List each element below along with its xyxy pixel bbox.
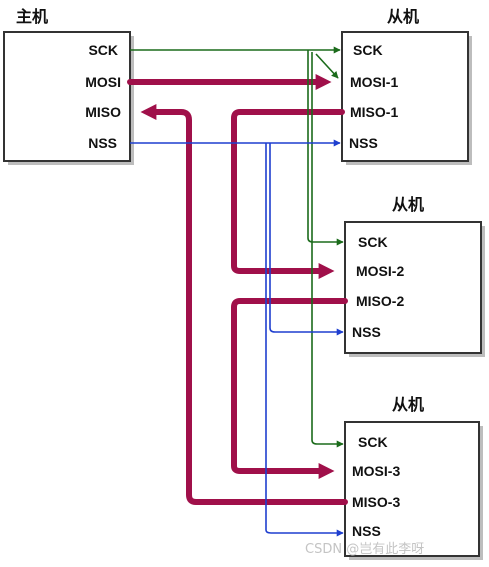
master-title: 主机	[16, 7, 48, 26]
miso1-to-mosi2-wire	[231, 109, 345, 279]
slave-3-title: 从机	[392, 395, 424, 414]
slave-1-pin-mosi: MOSI-1	[350, 74, 398, 90]
nss-bus	[265, 143, 271, 530]
slave-2-pin-mosi: MOSI-2	[356, 263, 404, 279]
sck-wires	[130, 46, 344, 448]
slave-3-pin-mosi: MOSI-3	[352, 463, 400, 479]
slave-2-pin-nss: NSS	[352, 324, 381, 340]
slave-1-box	[341, 31, 469, 162]
slave-1-pin-nss: NSS	[349, 135, 378, 151]
nss-wire-3	[265, 529, 344, 537]
sck-wire-1-drop	[315, 53, 339, 79]
slave-3-box	[344, 421, 480, 557]
master-pin-sck: SCK	[88, 42, 118, 58]
sck-wire-3	[311, 439, 344, 448]
slave-3-pin-miso: MISO-3	[352, 494, 400, 510]
master-box	[3, 31, 131, 162]
slave-1-title: 从机	[387, 7, 419, 26]
slave-1-pin-miso: MISO-1	[350, 104, 398, 120]
slave-2-box	[344, 221, 482, 354]
miso2-to-mosi3-wire	[231, 298, 348, 479]
master-pin-miso: MISO	[85, 104, 121, 120]
sck-bus	[307, 50, 313, 440]
slave-2-title: 从机	[392, 195, 424, 214]
miso3-to-master-wire	[140, 104, 348, 505]
nss-wire-2	[269, 327, 344, 336]
master-pin-nss: NSS	[88, 135, 117, 151]
slave-1-pin-sck: SCK	[353, 42, 383, 58]
master-pin-mosi: MOSI	[85, 74, 121, 90]
slave-3-pin-nss: NSS	[352, 523, 381, 539]
slave-2-pin-miso: MISO-2	[356, 293, 404, 309]
mosi-miso-wires	[127, 74, 348, 505]
nss-wires	[130, 139, 344, 537]
watermark: CSDN @岂有此李呀	[305, 542, 424, 557]
slave-3-pin-sck: SCK	[358, 434, 388, 450]
slave-2-pin-sck: SCK	[358, 234, 388, 250]
sck-wire-2	[307, 237, 344, 246]
